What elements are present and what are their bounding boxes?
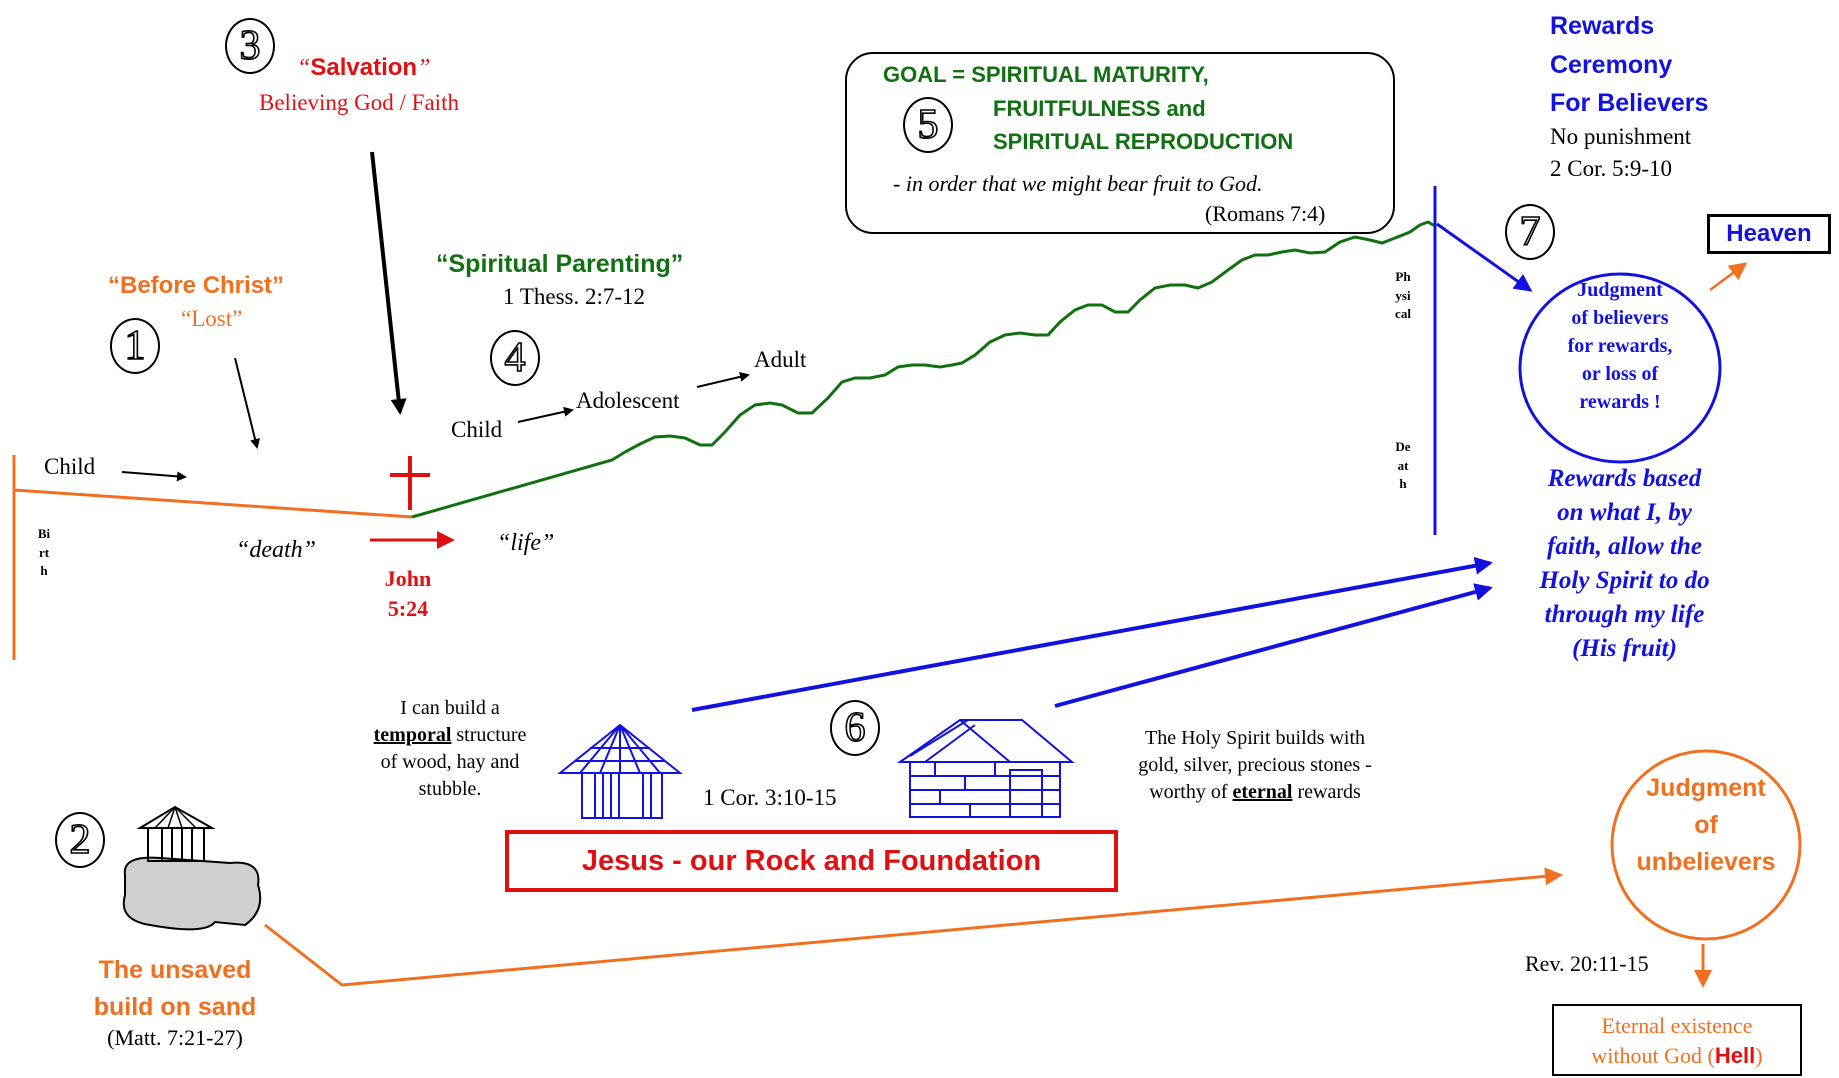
goal-quote: - in order that we might bear fruit to G… [893, 171, 1263, 196]
rewards-based-line-1: Rewards based [1547, 465, 1702, 492]
stage-1-number: 1 [110, 318, 160, 374]
hell-box: Eternal existence without God (Hell) [1552, 1004, 1802, 1076]
stage-5-number: 5 [903, 97, 953, 153]
judgment-unbelievers-text: Judgment of unbelievers [1606, 770, 1806, 881]
adolescent-arrow [696, 371, 750, 388]
unsaved-line-2: build on sand [93, 993, 257, 1021]
judgment-believers-circle [1518, 272, 1722, 464]
judgment-unbelievers-circle [1610, 749, 1802, 941]
unsaved-ref: (Matt. 7:21-27) [107, 1025, 243, 1050]
john-line-2: 5:24 [387, 596, 429, 621]
rock-foundation-box: Jesus - our Rock and Foundation [505, 830, 1118, 892]
holy-spirit-line-3: worthy of eternal rewards [1149, 781, 1361, 803]
spiritual-parenting-title: “Spiritual Parenting” [436, 250, 684, 278]
john-line-1: John [384, 566, 432, 591]
death-label: “death” [236, 537, 317, 563]
stage-7-number: 7 [1505, 204, 1555, 260]
death-vertical-label: Death [1395, 439, 1411, 491]
judgment-believers-line-4: or loss of [1581, 363, 1659, 385]
lost-label: “Lost” [181, 306, 243, 331]
judgment-believers-text: Judgment of believers for rewards, or lo… [1525, 276, 1715, 416]
life-label: “life” [497, 530, 555, 556]
hell-line-1: Eternal existence [1601, 1013, 1753, 1038]
cor-ref-label: 1 Cor. 3:10-15 [703, 785, 837, 810]
life-path [411, 220, 1436, 519]
holy-spirit-line-2: gold, silver, precious stones - [1138, 754, 1372, 776]
goal-line-3: SPIRITUAL REPRODUCTION [993, 129, 1294, 154]
temporal-line-1: I can build a [400, 697, 500, 719]
ceremony-line-4: No punishment [1550, 124, 1692, 149]
stage-3-number: 3 [225, 18, 275, 74]
spiritual-parenting-ref: 1 Thess. 2:7-12 [503, 284, 646, 309]
goal-ref: (Romans 7:4) [1205, 201, 1326, 226]
child1-arrow [121, 471, 187, 482]
temporal-arrow [691, 556, 1493, 712]
unsaved-text: The unsaved build on sand [60, 952, 290, 1026]
judgment-believers-line-1: Judgment [1577, 279, 1663, 301]
hut-on-sand-icon [122, 805, 262, 931]
birth-label: Birth [37, 526, 51, 578]
ceremony-line-3: For Believers [1550, 89, 1709, 117]
salvation-title: “Salvation” [297, 54, 431, 81]
child-label-1: Child [44, 454, 96, 479]
rewards-based-line-5: through my life [1544, 601, 1705, 628]
adult-label: Adult [754, 347, 807, 372]
salvation-arrow [370, 151, 407, 415]
lost-arrow [234, 357, 260, 449]
heaven-box: Heaven [1707, 214, 1831, 254]
child-label-2: Child [451, 417, 503, 442]
arrow-to-judgment-believers [1436, 222, 1533, 292]
temporal-hut-icon [557, 723, 683, 819]
goal-line-1: GOAL = SPIRITUAL MATURITY, [883, 62, 1209, 87]
john-label: John 5:24 [368, 564, 448, 624]
goal-box [845, 52, 1395, 234]
holy-spirit-line-1: The Holy Spirit builds with [1145, 727, 1365, 749]
ceremony-line-5: 2 Cor. 5:9-10 [1550, 156, 1673, 181]
rewards-based-line-4: Holy Spirit to do [1539, 567, 1710, 594]
temporal-line-2: temporal structure [373, 724, 527, 746]
stage-6-number: 6 [830, 700, 880, 756]
stage-2-number: 2 [55, 812, 105, 868]
rewards-based-line-2: on what I, by [1557, 499, 1692, 526]
goal-line-2: FRUITFULNESS and [993, 96, 1206, 121]
hell-line-2: without God (Hell) [1591, 1043, 1763, 1068]
eternal-arrow [1054, 583, 1493, 708]
unsaved-line-1: The unsaved [98, 956, 252, 984]
judgment-believers-line-2: of believers [1571, 307, 1669, 329]
rewards-based-line-3: faith, allow the [1547, 533, 1702, 560]
judgment-believers-line-5: rewards ! [1579, 391, 1661, 413]
judgment-believers-line-3: for rewards, [1567, 335, 1673, 357]
judgment-unbelievers-line-1: Judgment [1646, 774, 1766, 802]
rev-ref-label: Rev. 20:11-15 [1525, 951, 1649, 976]
adolescent-label: Adolescent [576, 388, 680, 413]
death-line [13, 488, 413, 519]
ceremony-line-1: Rewards [1550, 12, 1655, 40]
child2-arrow [517, 406, 574, 423]
ceremony-line-2: Ceremony [1550, 51, 1673, 79]
rewards-based-line-6: (His fruit) [1572, 635, 1677, 662]
temporal-line-3: of wood, hay and [380, 751, 520, 773]
judgment-unbelievers-line-3: unbelievers [1636, 848, 1776, 876]
stage-4-number: 4 [490, 330, 540, 386]
judgment-unbelievers-line-2: of [1694, 811, 1718, 839]
temporal-line-4: stubble. [418, 778, 482, 800]
physical-label: Physical [1395, 269, 1411, 321]
salvation-subtitle: Believing God / Faith [259, 90, 459, 115]
holy-spirit-text: The Holy Spirit builds with gold, silver… [1105, 725, 1405, 806]
before-christ-title: “Before Christ” [108, 272, 285, 299]
rewards-based-text: Rewards based on what I, by faith, allow… [1502, 462, 1747, 666]
temporal-text: I can build a temporal structure of wood… [340, 695, 560, 803]
heaven-arrow [1709, 262, 1748, 292]
unsaved-arrow [264, 867, 1563, 987]
eternal-house-icon [896, 719, 1075, 818]
